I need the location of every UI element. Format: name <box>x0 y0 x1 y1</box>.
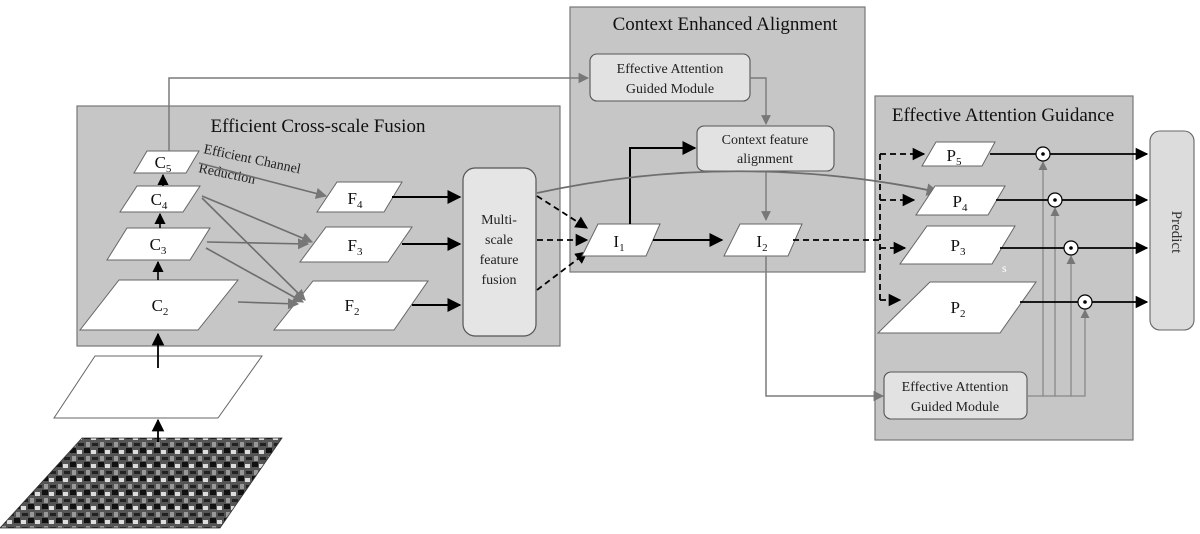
f3-feature-map <box>299 226 413 263</box>
f2-label: F2 <box>345 296 360 318</box>
p5-feature-map <box>921 141 996 167</box>
eagm-top-line1: Effective Attention <box>617 62 724 77</box>
msff-label-line4: fusion <box>482 273 517 288</box>
c3-to-f2-arrow <box>205 247 304 303</box>
i2-to-eagm-bottom-path <box>765 256 885 402</box>
p3-feature-map <box>899 225 1016 265</box>
eagm-top-line2: Guided Module <box>626 82 714 97</box>
c2-feature-map <box>78 279 240 331</box>
eagm-bottom-line2: Guided Module <box>911 400 999 415</box>
predict-label: Predict <box>1168 211 1184 254</box>
msff-to-i1-dashed-bottom <box>536 251 589 291</box>
c3-label: C3 <box>150 235 167 257</box>
msff-to-p4-curve <box>536 170 940 196</box>
cea-panel-title: Context Enhanced Alignment <box>613 14 839 35</box>
msff-label-line3: feature <box>480 253 519 268</box>
eagm-top-to-cfa-path <box>750 77 771 125</box>
mult-p2-dot <box>1083 300 1087 304</box>
c3-feature-map <box>106 227 211 261</box>
i2-label: I2 <box>756 232 767 254</box>
p3-label: P3 <box>951 236 966 258</box>
p2-label: P2 <box>951 298 966 320</box>
cfa-line2: alignment <box>737 152 793 167</box>
ecf-panel-title: Efficient Cross-scale Fusion <box>211 116 426 137</box>
p2-feature-map <box>876 281 1037 334</box>
mult-p3-dot <box>1069 246 1073 250</box>
c2-to-f2-arrow <box>237 298 300 310</box>
msff-label-line2: scale <box>485 233 513 248</box>
i1-feature-map <box>581 223 661 257</box>
f4-feature-map <box>316 181 403 213</box>
i1-to-cfa-path <box>629 141 697 224</box>
i1-label: I1 <box>613 232 624 254</box>
stray-s-mark: s <box>1002 261 1007 275</box>
i2-feature-map <box>723 223 803 257</box>
c4-feature-map <box>119 185 201 213</box>
predict-block <box>1149 130 1195 331</box>
p4-feature-map <box>915 185 1006 216</box>
eagm-bottom-line1: Effective Attention <box>902 380 1009 395</box>
cfa-line1: Context feature <box>722 133 809 148</box>
msff-label-line1: Multi- <box>481 213 517 228</box>
f3-label: F3 <box>348 236 363 258</box>
c5-feature-map <box>133 150 200 174</box>
eag-panel-title: Effective Attention Guidance <box>892 105 1114 126</box>
c2-label: C2 <box>152 296 169 318</box>
eagm-to-mult-p2-path <box>1071 309 1090 397</box>
p5-label: P5 <box>947 146 962 168</box>
multi-scale-feature-fusion-block <box>462 167 537 337</box>
p4-label: P4 <box>953 192 968 214</box>
f4-label: F4 <box>348 189 363 211</box>
c3-to-f3-arrow <box>206 238 310 250</box>
c4-to-f2-arrow <box>201 197 306 301</box>
c4-to-f3-arrow <box>201 195 314 244</box>
mult-p5-dot <box>1041 152 1045 156</box>
f2-feature-map <box>272 280 429 331</box>
mult-p4-dot <box>1053 198 1057 202</box>
c4-label: C4 <box>151 190 168 212</box>
input-image <box>0 437 283 529</box>
c5-label: C5 <box>155 153 172 175</box>
c5-to-f4-arrow <box>198 162 328 199</box>
c5-to-eagm-top-path <box>168 72 590 151</box>
input-feature-plane <box>53 355 263 419</box>
